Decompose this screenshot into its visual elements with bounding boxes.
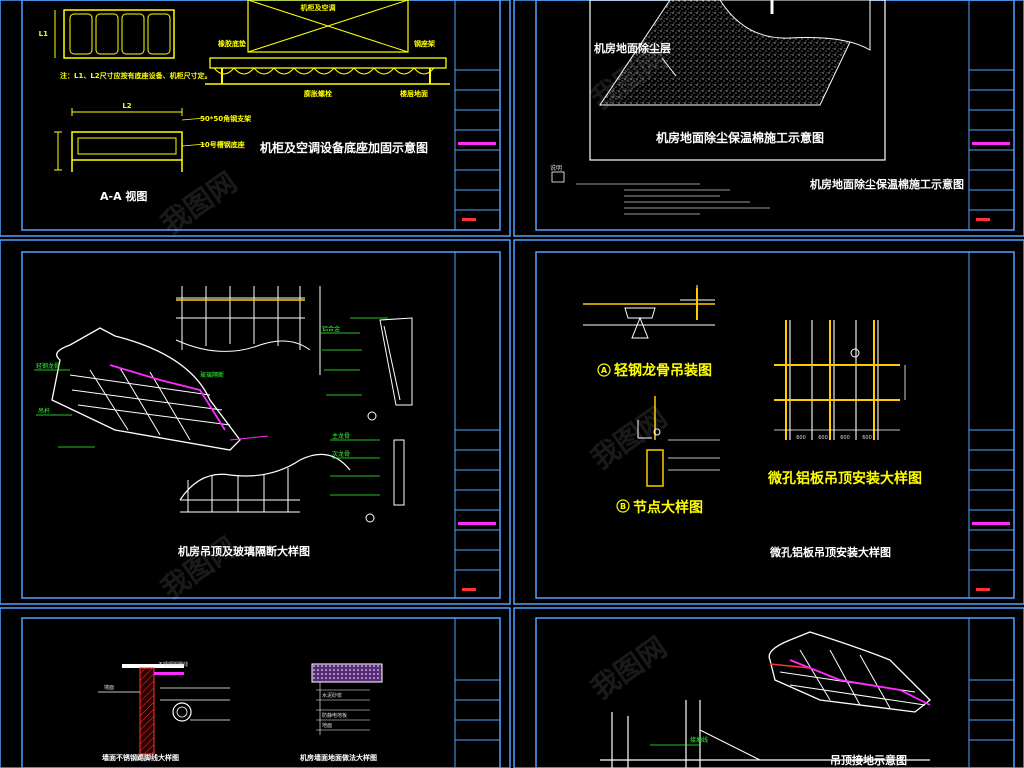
p1-note: 注：L1、L2尺寸应按有底座设备、机柜尺寸定。 bbox=[60, 71, 212, 80]
p5-label-skirting: 不锈钢踢脚线 bbox=[158, 661, 188, 668]
panel-4-labels: A 轻钢龙骨吊装图 B 节点大样图 微孔铝板吊顶安装大样图 微孔铝板吊顶安装大样… bbox=[601, 362, 922, 559]
p3-title: 机房吊顶及玻璃隔断大样图 bbox=[178, 544, 310, 558]
panel-2-floor-insulation bbox=[551, 0, 886, 215]
panel-6-grounding bbox=[600, 631, 931, 768]
p5-label-ground: 地面 bbox=[322, 722, 332, 729]
p1-view-label: A-A 视图 bbox=[100, 189, 147, 203]
p1-label-angle: 50*50角钢支架 bbox=[200, 114, 251, 123]
p3-label-keel: 轻钢龙骨 bbox=[36, 362, 60, 370]
title-block-marks bbox=[458, 142, 1010, 591]
p3-label-glass: 玻璃隔断 bbox=[200, 371, 224, 379]
panel-1-labels: 机柜及空调 橡胶底垫 钢座架 50*50角钢支架 10号槽钢底座 膨胀螺栓 楼层… bbox=[39, 3, 435, 203]
p2-title: 机房地面除尘保温棉施工示意图 bbox=[810, 177, 964, 191]
p4-mark-b: B bbox=[620, 502, 626, 511]
p4-dim-2: 600 bbox=[818, 435, 828, 441]
p1-label-steel-frame: 钢座架 bbox=[414, 39, 435, 48]
p6-label-ground-wire: 接地线 bbox=[690, 736, 708, 744]
watermark-3: 我图网 bbox=[585, 401, 673, 476]
p4-detail-a: 轻钢龙骨吊装图 bbox=[614, 362, 712, 379]
p3-label-main-keel: 主龙骨 bbox=[332, 432, 350, 440]
p1-label-floor: 楼层地面 bbox=[400, 89, 428, 98]
p5-label-wall: 墙面 bbox=[104, 684, 114, 691]
panel-6-labels: 接地线 吊顶接地示意图 bbox=[690, 736, 907, 767]
p1-title: 机柜及空调设备底座加固示意图 bbox=[260, 140, 428, 155]
panel-1-cabinet-base bbox=[54, 0, 450, 172]
watermark-5: 我图网 bbox=[585, 631, 673, 706]
p4-detail-b: 节点大样图 bbox=[633, 499, 703, 516]
p4-title: 微孔铝板吊顶安装大样图 bbox=[769, 545, 891, 559]
p5-title-left: 墙面不锈钢踢脚线大样图 bbox=[102, 753, 179, 762]
panel-4-aluminum-ceiling bbox=[583, 285, 906, 513]
p6-title: 吊顶接地示意图 bbox=[830, 753, 907, 767]
p4-mark-a: A bbox=[601, 366, 608, 375]
p4-dim-4: 600 bbox=[862, 435, 872, 441]
p3-label-sub-keel: 次龙骨 bbox=[332, 450, 350, 458]
p1-label-l2: L2 bbox=[122, 102, 131, 110]
p1-label-rubber: 橡胶底垫 bbox=[218, 39, 246, 48]
p5-label-mortar: 水泥砂浆 bbox=[322, 692, 342, 699]
p1-label-l1: L1 bbox=[39, 30, 48, 38]
panel-3-labels: 轻钢龙骨 吊杆 玻璃隔断 铝合金 主龙骨 次龙骨 机房吊顶及玻璃隔断大样图 bbox=[36, 325, 350, 558]
p3-label-aluminum: 铝合金 bbox=[322, 325, 340, 333]
panel-5-skirting bbox=[98, 663, 383, 755]
p1-label-channel: 10号槽钢底座 bbox=[200, 140, 245, 149]
p4-dim-3: 600 bbox=[840, 435, 850, 441]
p5-label-floor-board: 防静电地板 bbox=[322, 712, 347, 719]
p2-caption: 机房地面除尘保温棉施工示意图 bbox=[656, 130, 824, 145]
panel-2-labels: 机房地面除尘层 机房地面除尘保温棉施工示意图 机房地面除尘保温棉施工示意图 说明 bbox=[550, 41, 964, 191]
p5-title-right: 机房墙面地面做法大样图 bbox=[300, 753, 377, 762]
watermark-4: 我图网 bbox=[155, 531, 243, 606]
title-blocks bbox=[454, 0, 1015, 768]
p2-legend-title: 说明 bbox=[550, 164, 562, 172]
p4-caption: 微孔铝板吊顶安装大样图 bbox=[767, 470, 922, 487]
p4-dim-1: 600 bbox=[796, 435, 806, 441]
p1-label-cabinet: 机柜及空调 bbox=[301, 3, 336, 12]
panel-3-ceiling-glass bbox=[34, 286, 413, 523]
p3-label-rod: 吊杆 bbox=[38, 407, 50, 415]
p2-layer-label: 机房地面除尘层 bbox=[594, 41, 671, 55]
panel-5-labels: 不锈钢踢脚线 水泥砂浆 防静电地板 地面 墙面 墙面不锈钢踢脚线大样图 机房墙面… bbox=[102, 661, 377, 762]
p1-label-bolt: 膨胀螺栓 bbox=[303, 89, 332, 98]
